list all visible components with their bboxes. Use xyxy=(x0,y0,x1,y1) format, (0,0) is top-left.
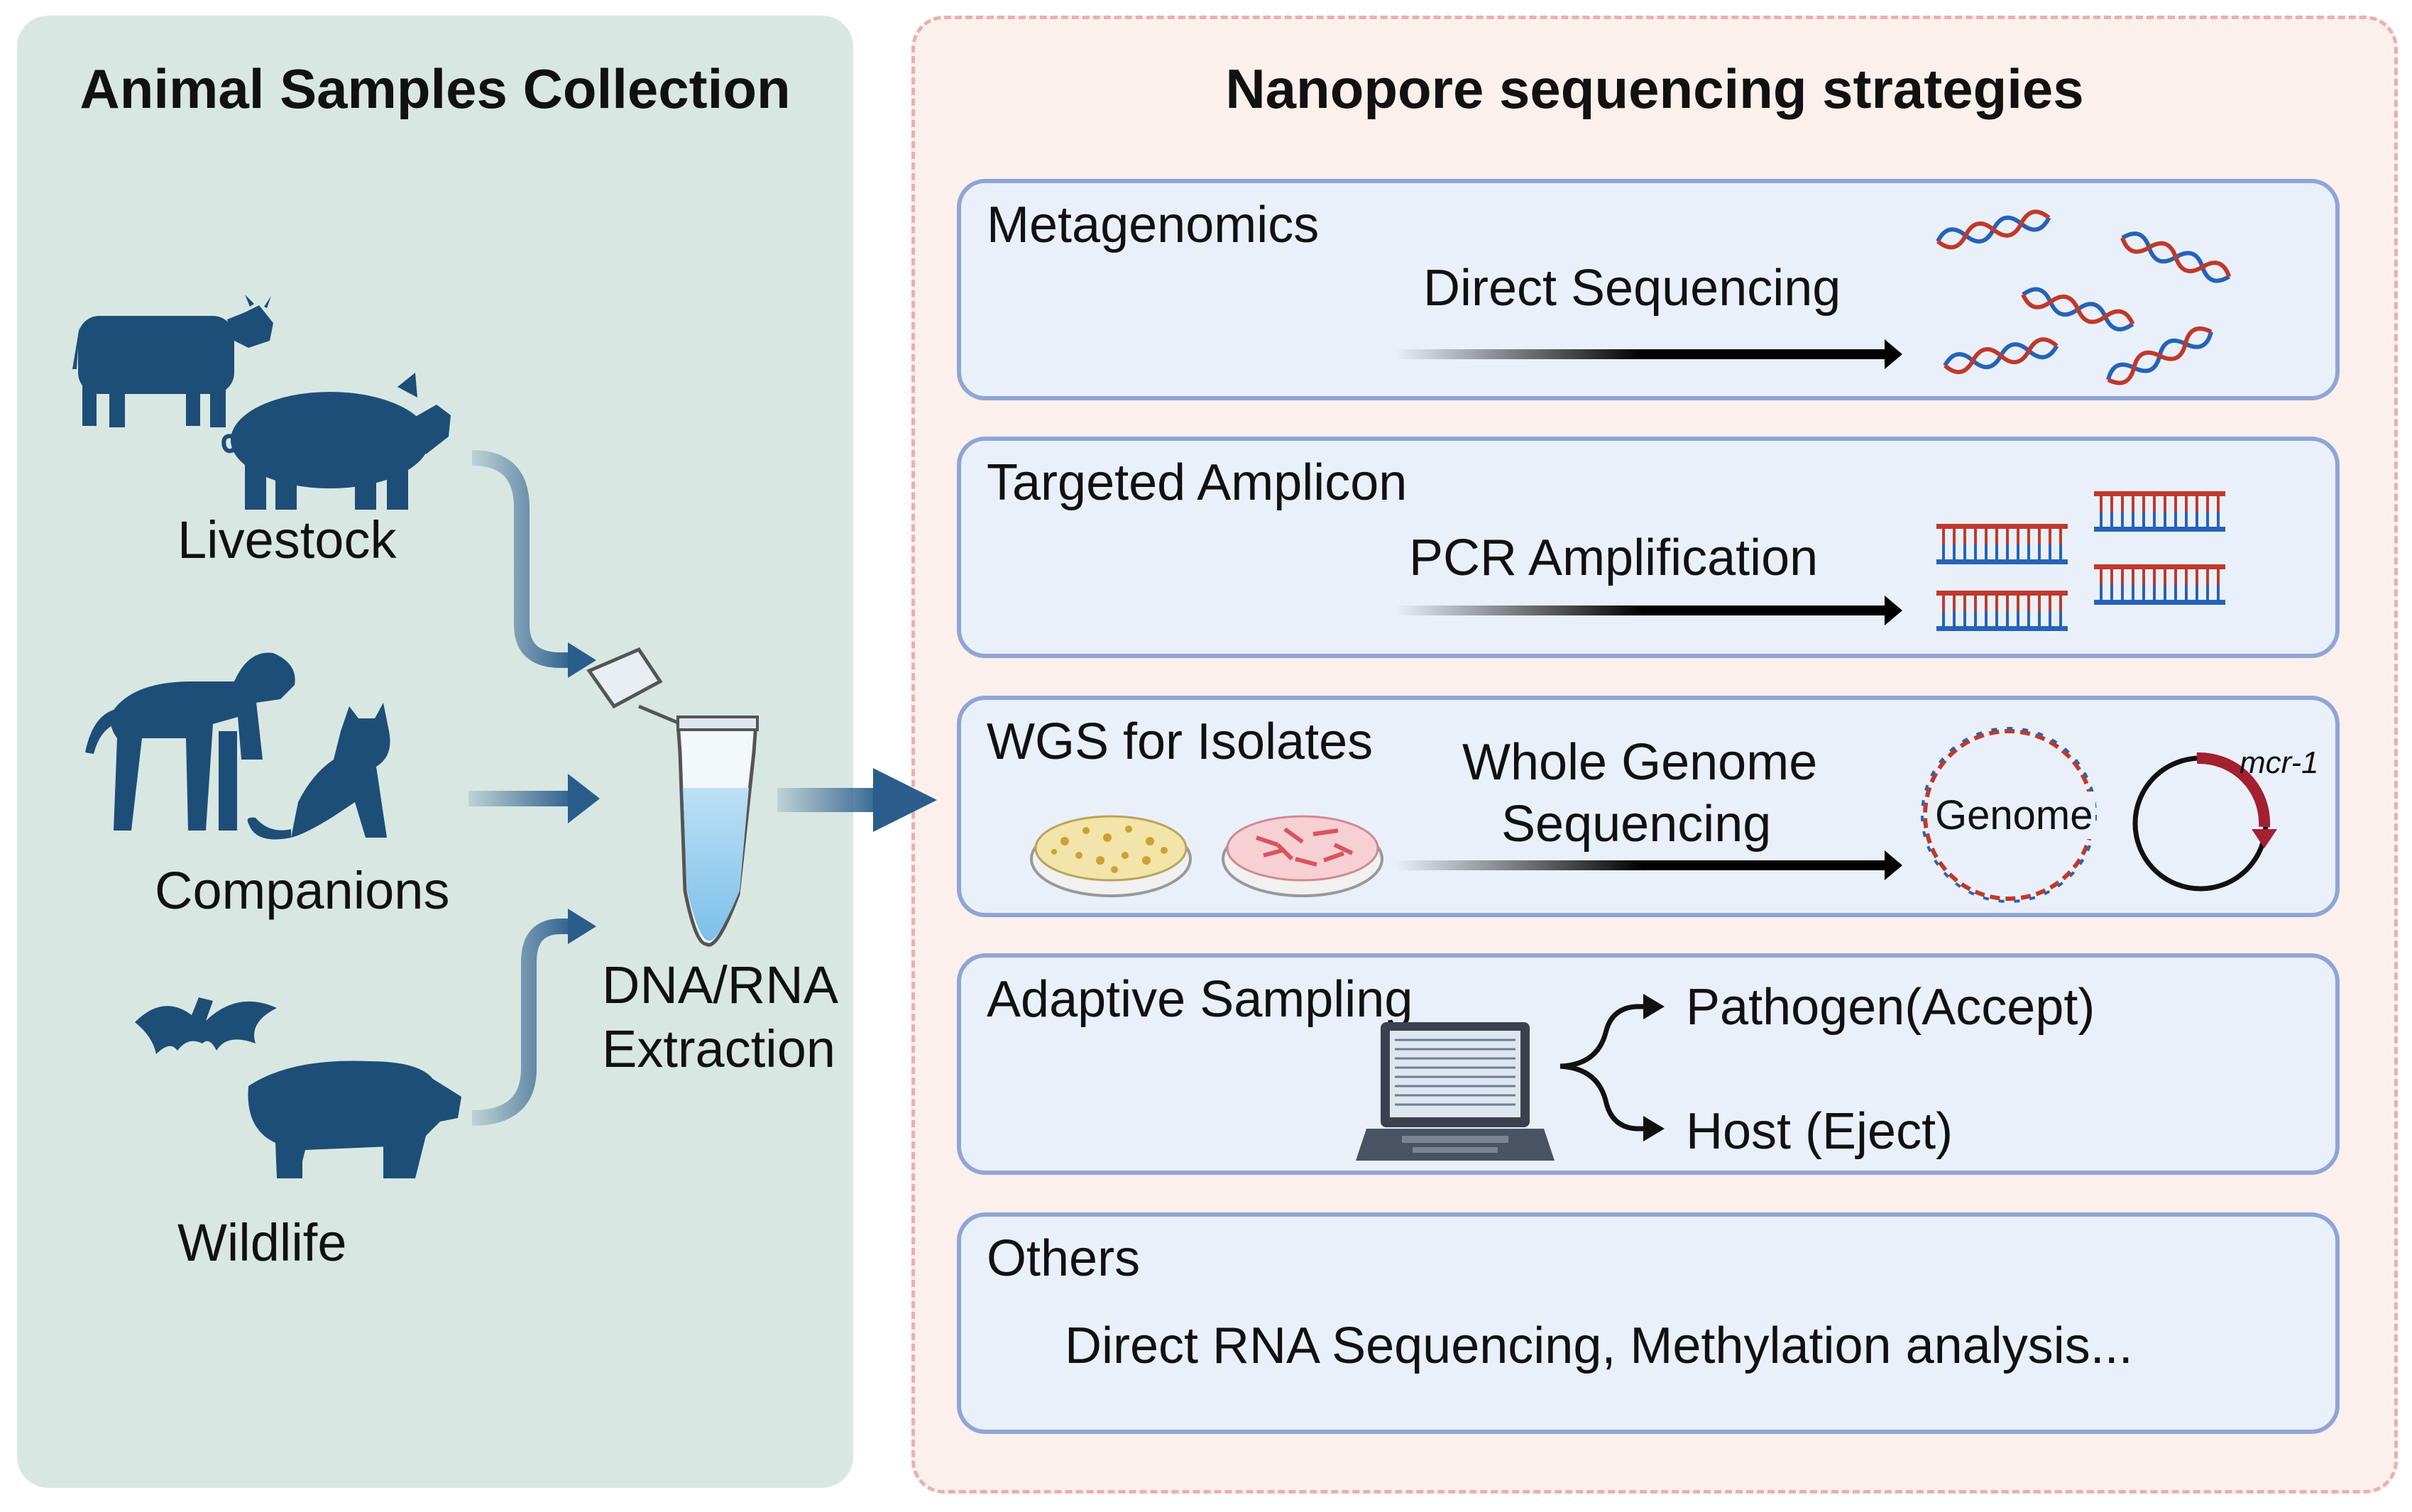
wgs-isolates-label: WGS for Isolates xyxy=(987,713,1374,770)
companions-arrowhead xyxy=(568,774,600,823)
adaptive-sampling-label: Adaptive Sampling xyxy=(987,971,1413,1028)
sample-tube-icon xyxy=(586,647,759,947)
amplicon-icon xyxy=(1936,491,2225,631)
wildlife-arrowhead xyxy=(568,909,596,944)
wildlife-label: Wildlife xyxy=(177,1213,347,1272)
metagenomics-label: Metagenomics xyxy=(987,197,1320,253)
left-panel-title: Animal Samples Collection xyxy=(80,57,791,120)
whole-genome-text-line1: Whole Genome xyxy=(1462,734,1818,791)
adaptive-sampling-branch-arrow xyxy=(1559,1004,1645,1132)
genome-label: Genome xyxy=(1932,791,2096,839)
wildlife-arrow xyxy=(471,919,575,1126)
livestock-arrowhead xyxy=(568,642,596,678)
petri-dish-cells-icon xyxy=(1222,815,1383,897)
extraction-label-line2: Extraction xyxy=(602,1019,836,1078)
cat-icon xyxy=(247,703,390,840)
to-sequencing-arrowhead xyxy=(873,768,937,832)
pathogen-accept-text: Pathogen(Accept) xyxy=(1686,979,2095,1036)
others-description-text: Direct RNA Sequencing, Methylation analy… xyxy=(1065,1317,2133,1374)
boar-icon xyxy=(248,1061,461,1178)
dna-helix-icon xyxy=(1936,209,2232,385)
to-sequencing-arrow xyxy=(777,788,884,812)
direct-sequencing-arrow xyxy=(1395,339,1902,369)
whole-genome-text-line2: Sequencing xyxy=(1501,796,1772,853)
cow-icon xyxy=(72,295,273,427)
laptop-icon xyxy=(1356,1022,1555,1161)
pig-icon xyxy=(221,373,451,510)
petri-dish-colonies-icon xyxy=(1030,815,1192,897)
direct-sequencing-text: Direct Sequencing xyxy=(1423,260,1841,317)
targeted-amplicon-box: Targeted Amplicon xyxy=(957,437,2340,658)
companions-label: Companions xyxy=(155,861,450,920)
mcr-1-label: mcr-1 xyxy=(2240,745,2319,780)
companions-arrow xyxy=(468,791,575,806)
right-panel-title: Nanopore sequencing strategies xyxy=(1225,57,2084,120)
dog-icon xyxy=(85,652,295,831)
eject-arrowhead xyxy=(1643,1116,1665,1141)
whole-genome-sequencing-arrow xyxy=(1395,850,1902,880)
pcr-amplification-arrow xyxy=(1395,596,1902,625)
others-label: Others xyxy=(987,1230,1141,1287)
others-box: Others xyxy=(957,1212,2340,1434)
extraction-label-line1: DNA/RNA xyxy=(602,955,839,1014)
accept-arrowhead xyxy=(1643,994,1665,1019)
bat-icon xyxy=(135,997,277,1054)
adaptive-sampling-box: Adaptive Sampling xyxy=(957,953,2340,1175)
wgs-isolates-box: WGS for Isolates xyxy=(957,696,2340,917)
livestock-label: Livestock xyxy=(177,510,397,569)
targeted-amplicon-label: Targeted Amplicon xyxy=(987,454,1408,511)
plasmid-icon xyxy=(2132,752,2277,892)
host-eject-text: Host (Eject) xyxy=(1686,1103,1953,1160)
livestock-arrow xyxy=(471,450,575,668)
pcr-amplification-text: PCR Amplification xyxy=(1409,530,1819,586)
metagenomics-box: Metagenomics xyxy=(957,179,2340,400)
